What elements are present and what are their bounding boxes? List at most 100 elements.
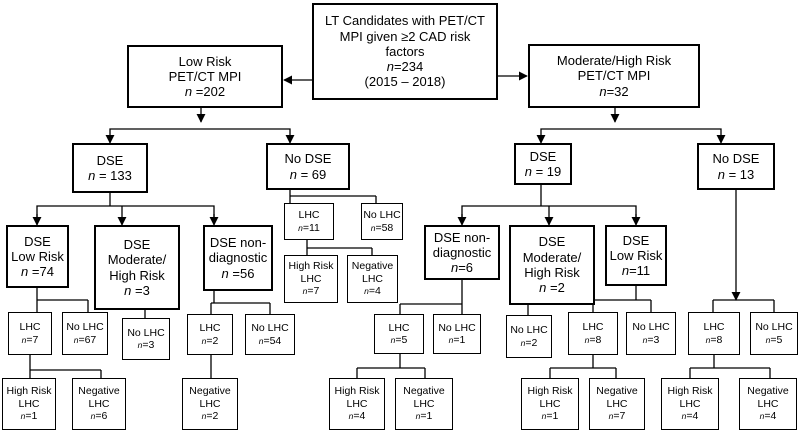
- n-symbol: n: [705, 334, 711, 345]
- n-symbol: n: [681, 411, 687, 422]
- node-count: =54: [263, 334, 282, 347]
- node-text-line: High Risk: [667, 385, 713, 398]
- node-text-line: LHC: [88, 397, 110, 410]
- node-count: =4: [764, 410, 777, 423]
- n-symbol: n: [184, 84, 193, 100]
- node-text-line: LHC: [300, 272, 322, 285]
- node-count: =5: [770, 333, 783, 346]
- n-symbol: n: [88, 168, 96, 183]
- n-symbol: n: [390, 335, 396, 345]
- node-text-line: LHC: [346, 397, 368, 410]
- node-count: =7: [307, 285, 320, 298]
- node-count: = 13: [724, 166, 755, 182]
- node-text-line: LHC: [199, 397, 221, 410]
- node-count: = 69: [296, 166, 327, 182]
- n-symbol: n: [608, 411, 614, 422]
- node-text-line: Negative: [351, 260, 394, 273]
- node-text-line: Negative: [403, 385, 445, 398]
- node-text-line: n=8: [706, 334, 723, 346]
- node-text-line: n=2: [202, 335, 219, 347]
- n-symbol: n: [21, 334, 27, 345]
- node-text-line: n=4: [349, 410, 366, 422]
- node-count: =5: [395, 334, 408, 346]
- node-text-line: n=2: [202, 410, 219, 422]
- node-count: =56: [228, 265, 255, 281]
- n-symbol: n: [541, 411, 547, 422]
- n-symbol: n: [20, 411, 26, 422]
- node-count: =32: [606, 83, 629, 99]
- n-symbol: n: [221, 265, 229, 281]
- node-text-line: LHC: [19, 321, 41, 334]
- node-text-line: n = 69: [290, 167, 327, 182]
- node-text-line: n =56: [222, 266, 255, 281]
- node-count: =1: [25, 410, 38, 423]
- n-symbol: n: [717, 166, 725, 182]
- node-text-line: diagnostic: [208, 250, 268, 266]
- node-text-line: n=1: [449, 334, 466, 346]
- node-text-line: n=7: [22, 334, 39, 346]
- node-text-line: Moderate/: [522, 249, 582, 265]
- n-symbol: n: [348, 411, 354, 422]
- node-count: =234: [393, 59, 424, 75]
- node-count: =7: [26, 333, 39, 346]
- n-symbol: n: [621, 263, 630, 279]
- node-text-line: n=11: [298, 222, 320, 234]
- node-count: =67: [78, 333, 97, 346]
- node-text-line: n = 13: [718, 167, 755, 182]
- node-count: =2: [206, 410, 219, 423]
- node-text-line: n =3: [124, 283, 150, 298]
- node-text-line: n=4: [682, 410, 699, 422]
- n-symbol: n: [524, 164, 532, 179]
- node-text-line: Low Risk: [609, 247, 663, 263]
- node-text-line: n=1: [21, 410, 38, 422]
- node-count: =4: [368, 285, 381, 298]
- node-text-line: LHC: [388, 321, 410, 334]
- n-symbol: n: [201, 411, 207, 422]
- node-text-line: n=7: [609, 410, 626, 422]
- node-text-line: High Risk: [334, 385, 380, 398]
- node-text-line: DSE: [96, 152, 124, 168]
- node-text-line: n=1: [542, 410, 559, 422]
- node-text-line: High Risk: [524, 265, 580, 280]
- n-symbol: n: [765, 334, 771, 345]
- node-count: = 19: [531, 164, 562, 179]
- node-text-line: No LHC: [251, 322, 289, 335]
- node-count: =3: [131, 282, 150, 298]
- node-text-line: n=3: [643, 334, 660, 346]
- node-text-line: Negative: [747, 385, 789, 398]
- node-text-line: LHC: [298, 209, 320, 222]
- node-text-line: n=234: [387, 59, 424, 74]
- n-symbol: n: [124, 282, 132, 298]
- node-text-line: n=54: [259, 335, 282, 347]
- node-text-line: LHC: [199, 322, 221, 335]
- node-text-line: n = 133: [88, 168, 132, 183]
- node-count: =1: [453, 334, 466, 346]
- n-symbol: n: [21, 264, 29, 280]
- node-text-line: Negative: [596, 385, 638, 398]
- node-text-line: High Risk: [527, 385, 573, 398]
- node-text-line: DSE non-: [209, 235, 267, 250]
- node-text-line: n=6: [451, 260, 473, 275]
- n-symbol: n: [448, 335, 454, 345]
- node-text-line: No LHC: [755, 321, 793, 334]
- node-text-line: LHC: [361, 272, 383, 285]
